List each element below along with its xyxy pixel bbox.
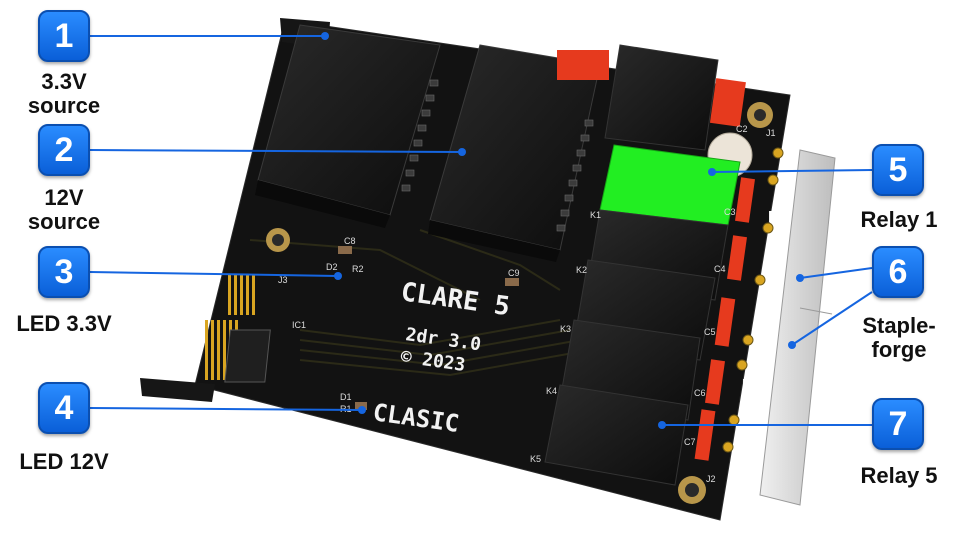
terminal-pads bbox=[722, 147, 784, 453]
leader-lines bbox=[89, 35, 873, 426]
callout-badge-3: 3 bbox=[38, 246, 90, 298]
callout-badge-6: 6 bbox=[872, 246, 924, 298]
terminal-label-n: N bbox=[786, 152, 798, 169]
refdes-c3: C3 bbox=[724, 207, 736, 217]
leader-endpoints bbox=[321, 32, 804, 429]
refdes-c8: C8 bbox=[344, 236, 356, 246]
refdes-d2: D2 bbox=[326, 262, 338, 272]
refdes-j2: J2 bbox=[706, 474, 716, 484]
terminal-label-l: L bbox=[783, 177, 793, 194]
callout-label-1-line-2: source bbox=[27, 93, 101, 118]
pcb-traces bbox=[249, 229, 591, 377]
refdes-c4: C4 bbox=[714, 264, 726, 274]
callout-badge-4: 4 bbox=[38, 382, 90, 434]
capacitors-c3-c7 bbox=[694, 177, 755, 461]
leader-line-5 bbox=[711, 169, 873, 173]
callout-label-4-line-1: LED 12V bbox=[19, 449, 109, 474]
capacitor-c9 bbox=[505, 278, 519, 286]
refdes-c7: C7 bbox=[684, 437, 696, 447]
callout-label-7-line-1: Relay 5 bbox=[860, 463, 938, 488]
refdes-c5: C5 bbox=[704, 327, 716, 337]
callout-label-7: Relay 5 bbox=[844, 464, 954, 488]
ic1-chip bbox=[224, 329, 271, 383]
led-3v3-d2 bbox=[338, 246, 352, 254]
leader-line-3 bbox=[89, 271, 339, 277]
terminal-label-r1: R1 bbox=[768, 209, 789, 226]
callout-badge-5: 5 bbox=[872, 144, 924, 196]
callout-label-3-line-1: LED 3.3V bbox=[16, 311, 112, 336]
callout-label-2-line-2: source bbox=[27, 209, 101, 234]
leader-line-2 bbox=[89, 149, 463, 153]
refdes-ic1: IC1 bbox=[292, 320, 306, 330]
refdes-k5: K5 bbox=[530, 454, 541, 464]
refdes-d1: D1 bbox=[340, 392, 352, 402]
terminal-label-r3: R3 bbox=[752, 321, 773, 338]
stapleforge-connector bbox=[759, 149, 836, 506]
callout-label-6-line-1: Staple- bbox=[862, 313, 936, 338]
callout-label-6-line-2: forge bbox=[871, 337, 927, 362]
refdes-k4: K4 bbox=[546, 386, 557, 396]
refdes-j1: J1 bbox=[766, 128, 776, 138]
relay-k5 bbox=[544, 384, 689, 486]
edge-fingers-j3 bbox=[228, 275, 255, 315]
leader-line-4 bbox=[89, 407, 363, 411]
terminal-label-r4: R4 bbox=[742, 377, 763, 394]
refdes-c6: C6 bbox=[694, 388, 706, 398]
leader-line-6a bbox=[799, 267, 873, 279]
callout-label-3: LED 3.3V bbox=[4, 312, 124, 336]
terminal-label-r5: R5 bbox=[736, 433, 757, 450]
callout-badge-1: 1 bbox=[38, 10, 90, 62]
callout-label-5: Relay 1 bbox=[844, 208, 954, 232]
callout-label-6: Staple- forge bbox=[844, 314, 954, 362]
callout-label-1-line-1: 3.3V bbox=[41, 69, 87, 94]
capacitor-top bbox=[557, 50, 609, 80]
relay-top-block bbox=[604, 44, 719, 151]
mounting-holes bbox=[266, 102, 773, 504]
callout-label-2: 12V source bbox=[14, 186, 114, 234]
refdes-j3: J3 bbox=[278, 275, 288, 285]
refdes-k2: K2 bbox=[576, 265, 587, 275]
refdes-r2: R2 bbox=[352, 264, 364, 274]
refdes-c9: C9 bbox=[508, 268, 520, 278]
refdes-c2: C2 bbox=[736, 124, 748, 134]
callout-label-2-line-1: 12V bbox=[44, 185, 84, 210]
capacitor-c2 bbox=[709, 78, 746, 127]
callout-label-5-line-1: Relay 1 bbox=[860, 207, 938, 232]
callout-label-4: LED 12V bbox=[4, 450, 124, 474]
leader-line-6b bbox=[791, 291, 873, 346]
pcb-tab-bottom bbox=[140, 378, 215, 402]
pin-headers bbox=[401, 79, 594, 232]
callout-badge-7: 7 bbox=[872, 398, 924, 450]
callout-badge-2: 2 bbox=[38, 124, 90, 176]
terminal-label-r2: R2 bbox=[762, 260, 783, 277]
callout-label-1: 3.3V source bbox=[14, 70, 114, 118]
refdes-k1: K1 bbox=[590, 210, 601, 220]
led-12v-d1 bbox=[355, 402, 367, 410]
refdes-k3: K3 bbox=[560, 324, 571, 334]
